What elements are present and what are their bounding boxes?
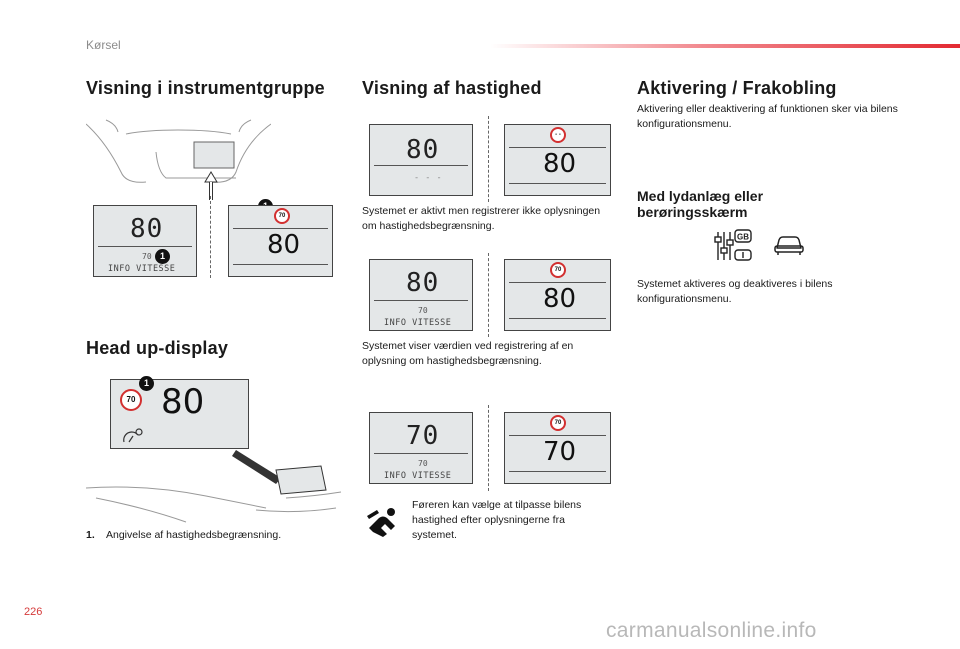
limit-value: 70 — [142, 252, 152, 261]
speed-value: 70 — [543, 437, 577, 467]
section-title-activation: Aktivering / Frakobling — [637, 78, 837, 98]
speed-limit-sign: 70 — [274, 208, 290, 224]
speed-value: 80 — [130, 214, 164, 244]
speed-value: 80 — [406, 135, 440, 165]
speed-value: 80 — [161, 382, 205, 422]
speed-limit-sign: 70 — [550, 415, 566, 431]
divider — [488, 253, 489, 337]
display-row1-left: 80 - - - — [369, 124, 473, 196]
display-row1-right: 80 — [504, 124, 611, 196]
speed-limit-sign: 70 — [550, 262, 566, 278]
speed-limit-sign: - - — [550, 127, 566, 143]
speed-value: 80 — [406, 268, 440, 298]
page-number: 226 — [24, 606, 43, 618]
info-text: INFO VITESSE — [384, 318, 452, 328]
gb-label: GB — [737, 233, 749, 242]
instrument-cluster-illustration — [86, 119, 271, 200]
car-icon — [774, 236, 804, 255]
activation-subtitle: Med lydanlæg eller berøringsskærm — [637, 188, 764, 220]
hud-windscreen-illustration — [86, 450, 342, 523]
legend-number: 1. — [86, 529, 95, 541]
divider — [488, 116, 489, 202]
limit-value: 70 — [418, 459, 428, 468]
callout-badge: 1 — [155, 249, 170, 264]
caption-2: Systemet viser værdien ved registrering … — [362, 340, 574, 367]
display-row2-left: 80 70 INFO VITESSE — [369, 259, 473, 331]
section-title-hud: Head up-display — [86, 338, 229, 358]
divider — [488, 405, 489, 491]
chapter-title: Kørsel — [86, 38, 121, 52]
speed-value: 80 — [267, 230, 301, 260]
activation-text: Aktivering eller deaktivering af funktio… — [637, 103, 898, 130]
cluster-display-right: 80 — [228, 205, 333, 277]
speed-value: 80 — [543, 149, 577, 179]
display-row3-left: 70 70 INFO VITESSE — [369, 412, 473, 484]
driver-icon — [367, 508, 395, 537]
caption-1: Systemet er aktivt men registrerer ikke … — [362, 205, 601, 232]
watermark: carmanualsonline.info — [606, 619, 817, 642]
cluster-display-left: 80 70 INFO VITESSE — [93, 205, 197, 277]
limit-value: 70 — [418, 306, 428, 315]
speed-value: 70 — [406, 421, 440, 451]
speed-limit-sign: 70 — [120, 389, 142, 411]
settings-sliders-icon: GB — [714, 229, 752, 261]
display-row2-right: 80 — [504, 259, 611, 331]
caption-3: Føreren kan vælge at tilpasse bilens has… — [412, 499, 582, 541]
callout-badge: 1 — [139, 376, 154, 391]
info-text: INFO VITESSE — [384, 471, 452, 481]
activation-text-2: Systemet aktiveres og deaktiveres i bile… — [637, 278, 833, 305]
speed-limit-recognition-icon — [123, 428, 143, 443]
dashes: - - - — [414, 173, 443, 183]
section-title-speed: Visning af hastighed — [362, 78, 542, 98]
legend-text: Angivelse af hastighedsbegrænsning. — [106, 529, 282, 541]
info-text: INFO VITESSE — [108, 264, 176, 274]
divider — [210, 196, 211, 278]
section-title-instrument: Visning i instrumentgruppe — [86, 78, 325, 98]
speed-value: 80 — [543, 284, 577, 314]
header-accent-bar — [490, 44, 960, 48]
